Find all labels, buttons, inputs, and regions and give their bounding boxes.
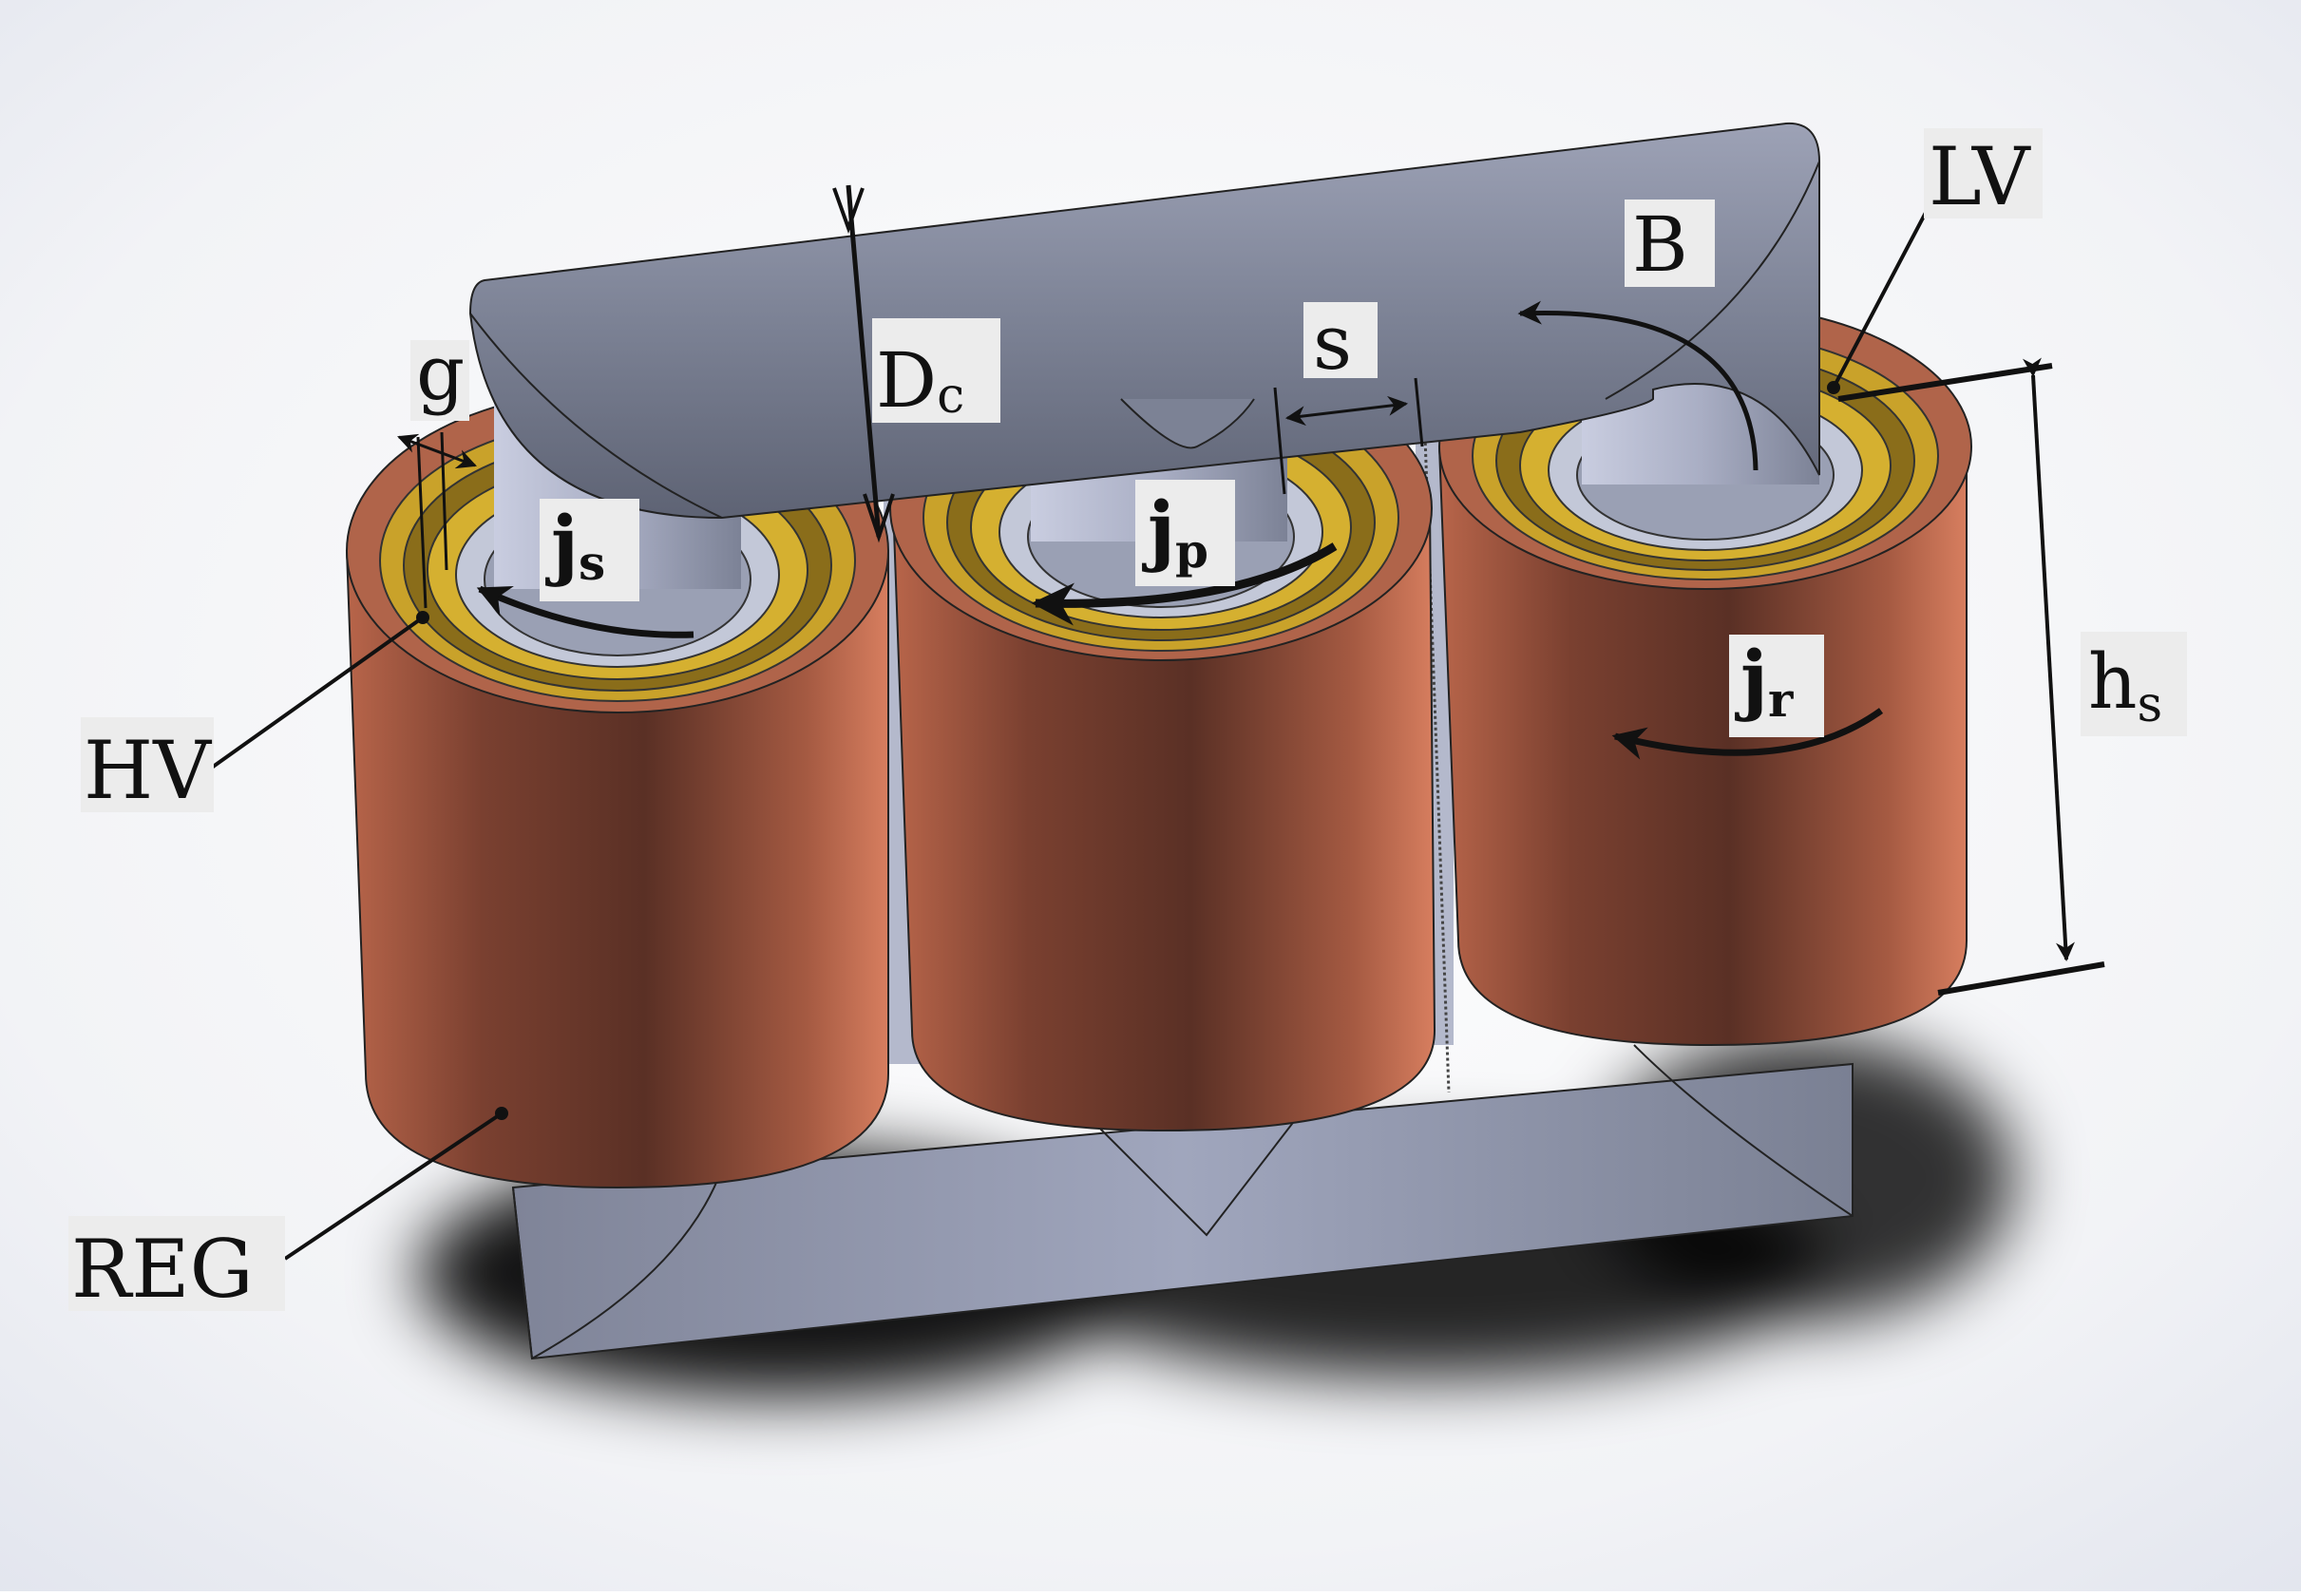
dc-label-sub: c [937, 368, 964, 425]
s-label-bg [1303, 302, 1378, 378]
dc-dimension [832, 184, 895, 543]
bottom-yoke [511, 1044, 1854, 1360]
js-label-main: j [545, 499, 579, 588]
b-label-bg [1625, 200, 1715, 287]
jr-label-main: j [1735, 634, 1768, 723]
g-label: g [416, 329, 465, 417]
top-yoke [468, 122, 1820, 520]
s-dimension [1273, 377, 1424, 495]
s-label: s [1313, 298, 1352, 387]
flux-arrow [1517, 300, 1759, 471]
g-label-bg [410, 340, 469, 421]
jp-label: jp [1142, 484, 1208, 579]
lv-label: LV [1929, 130, 2031, 223]
reg-leader [283, 1112, 504, 1261]
b-label: B [1632, 200, 1688, 289]
hs-label: hs [2088, 637, 2162, 733]
hs-label-bg [2081, 632, 2187, 736]
hv-leader [207, 616, 425, 771]
g-dimension [397, 431, 477, 609]
jp-label-sub: p [1175, 522, 1208, 579]
jp-label-bg [1135, 480, 1235, 586]
jr-label: jr [1735, 634, 1794, 728]
current-arrow-js [476, 585, 694, 638]
jr-label-sub: r [1768, 672, 1794, 728]
hv-label-bg [81, 717, 214, 812]
reg-label: REG [71, 1223, 254, 1316]
dc-label-main: D [876, 336, 937, 425]
hv-label: HV [84, 724, 212, 817]
js-label-sub: s [579, 535, 605, 591]
js-label: js [545, 499, 605, 591]
dc-label-bg [872, 318, 1000, 423]
jr-label-bg [1729, 635, 1824, 737]
dc-label: Dc [876, 336, 964, 425]
jp-label-main: j [1142, 484, 1175, 574]
hv-leader-dot [416, 611, 429, 624]
current-arrow-jr [1611, 708, 1884, 760]
reg-label-bg [68, 1216, 285, 1311]
hs-label-main: h [2088, 637, 2138, 726]
current-arrow-jp [1031, 542, 1338, 626]
lv-leader-dot [1827, 381, 1840, 394]
hs-label-sub: s [2138, 676, 2163, 733]
lv-label-bg [1924, 128, 2043, 218]
js-label-bg [540, 499, 639, 601]
hs-dimension [1837, 357, 2105, 996]
lv-leader [1832, 206, 1930, 389]
reg-leader-dot [495, 1107, 508, 1120]
